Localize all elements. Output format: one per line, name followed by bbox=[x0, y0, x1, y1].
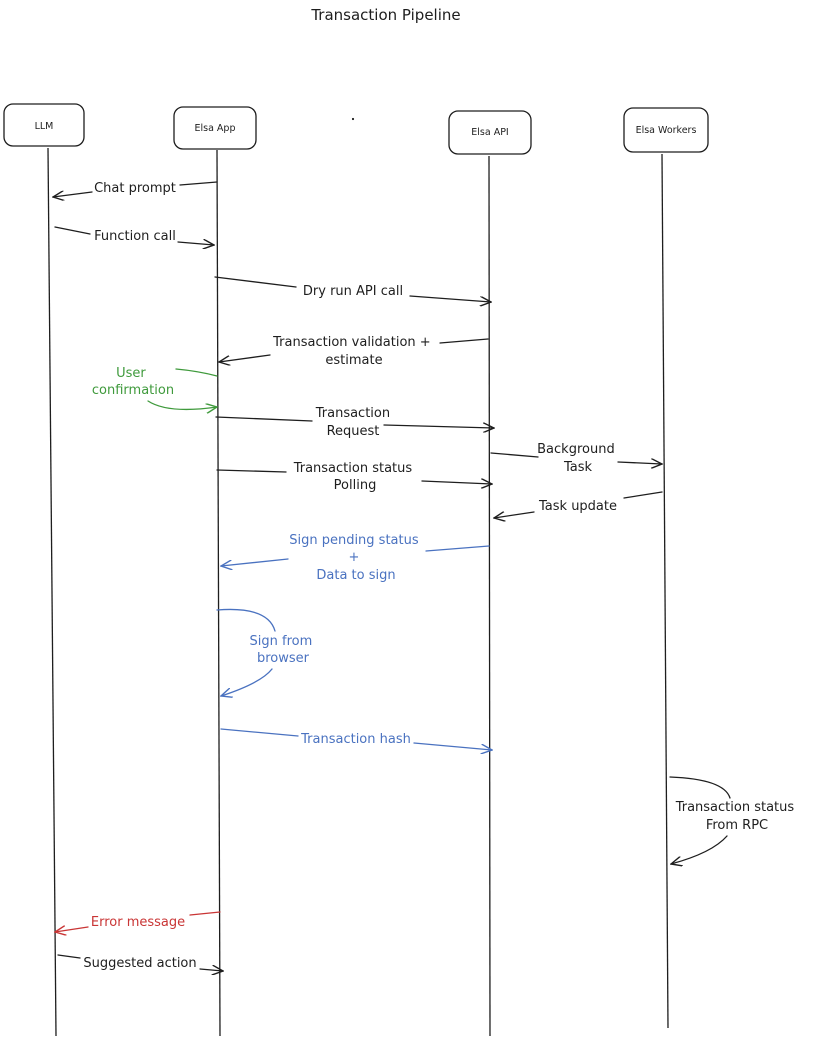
chat-prompt-label: Chat prompt bbox=[94, 181, 176, 196]
label-line: Background bbox=[537, 442, 615, 457]
label-line: Data to sign bbox=[316, 568, 395, 583]
label-line: Chat prompt bbox=[94, 181, 176, 196]
actor-box bbox=[448, 110, 532, 155]
actor-label: Elsa API bbox=[471, 127, 508, 138]
label-line: Transaction hash bbox=[300, 732, 411, 747]
label-line: Dry run API call bbox=[303, 284, 403, 299]
label-line: Sign pending status bbox=[289, 533, 419, 548]
status-rpc-arrow bbox=[671, 835, 728, 864]
task-update-arrow bbox=[494, 491, 663, 518]
sign-browser-label: Sign from browser bbox=[250, 634, 317, 666]
label-line: Polling bbox=[334, 478, 377, 493]
label-line: Transaction validation + bbox=[272, 335, 431, 350]
label-line: Transaction status bbox=[675, 800, 795, 815]
label-line: Task bbox=[563, 460, 593, 475]
label-line: Sign from bbox=[250, 634, 313, 649]
diagram-title: Transaction Pipeline bbox=[310, 6, 460, 24]
status-rpc-top-curve bbox=[669, 776, 731, 799]
actor-box bbox=[173, 106, 257, 150]
status-polling-label: Transaction status Polling bbox=[293, 461, 417, 493]
validation-label: Transaction validation + estimate bbox=[272, 335, 435, 368]
background-task-arrow bbox=[617, 462, 662, 464]
actor-label: Elsa App bbox=[195, 123, 236, 134]
lifeline-elsa-app bbox=[216, 149, 221, 1037]
background-task-arrow-start bbox=[490, 452, 539, 458]
label-line: Function call bbox=[94, 229, 176, 244]
label-line: Error message bbox=[91, 915, 185, 930]
lifeline-llm bbox=[47, 147, 57, 1037]
suggested-action-label: Suggested action bbox=[83, 956, 196, 971]
task-update-label: Task update bbox=[538, 499, 617, 514]
label-line: Task update bbox=[538, 499, 617, 514]
actor-elsa-workers: Elsa Workers bbox=[623, 107, 709, 153]
function-call-arrow bbox=[54, 226, 214, 245]
actor-elsa-app: Elsa App bbox=[173, 106, 257, 150]
lifeline-elsa-workers bbox=[661, 153, 669, 1029]
dry-run-label: Dry run API call bbox=[303, 284, 403, 299]
error-message-label: Error message bbox=[91, 915, 185, 930]
lifelines bbox=[47, 147, 669, 1037]
label-line: Suggested action bbox=[83, 956, 196, 971]
suggested-action-arrow bbox=[57, 954, 223, 971]
actor-elsa-api: Elsa API bbox=[448, 110, 532, 155]
tx-hash-arrow-start bbox=[220, 728, 299, 737]
label-line: + bbox=[348, 550, 359, 565]
label-line: estimate bbox=[325, 353, 382, 368]
label-line: Request bbox=[327, 424, 380, 439]
actor-label: Elsa Workers bbox=[636, 125, 697, 136]
label-line: From RPC bbox=[706, 818, 768, 833]
actor-box bbox=[3, 103, 85, 147]
sign-browser-arrow bbox=[221, 668, 273, 696]
tx-hash-label: Transaction hash bbox=[300, 732, 411, 747]
background-task-label: Background Task bbox=[537, 442, 619, 475]
label-line: Transaction bbox=[315, 406, 390, 421]
error-message-arrow-start bbox=[189, 911, 221, 916]
validation-arrow-start bbox=[439, 338, 489, 344]
label-line: User bbox=[116, 366, 146, 381]
status-rpc-label: Transaction status From RPC bbox=[675, 800, 799, 833]
tx-hash-arrow bbox=[413, 742, 492, 750]
dry-run-arrow bbox=[409, 295, 491, 302]
function-call-label: Function call bbox=[94, 229, 176, 244]
actor-llm: LLM bbox=[3, 103, 85, 147]
transaction-request-label: Transaction Request bbox=[315, 406, 395, 439]
status-polling-arrow bbox=[421, 481, 492, 484]
stray-dot bbox=[351, 117, 355, 121]
validation-arrow bbox=[219, 354, 271, 362]
status-polling-arrow-start bbox=[216, 469, 287, 473]
user-confirmation-arrow bbox=[147, 400, 217, 409]
error-message-arrow bbox=[55, 927, 89, 932]
transaction-request-arrow bbox=[383, 425, 494, 428]
actor-label: LLM bbox=[35, 121, 54, 132]
label-line: confirmation bbox=[92, 383, 174, 398]
user-confirmation-label: User confirmation bbox=[92, 366, 174, 398]
sign-browser-top-curve bbox=[216, 608, 276, 632]
sign-pending-arrow bbox=[221, 558, 289, 566]
label-line: Transaction status bbox=[293, 461, 413, 476]
actor-box bbox=[623, 107, 709, 153]
user-confirmation-top-stroke bbox=[175, 368, 218, 377]
dry-run-arrow-start bbox=[214, 276, 297, 288]
label-line: browser bbox=[257, 651, 310, 666]
transaction-request-arrow-start bbox=[215, 416, 313, 422]
sign-pending-label: Sign pending status + Data to sign bbox=[289, 533, 423, 583]
lifeline-elsa-api bbox=[488, 155, 491, 1037]
chat-prompt-arrow bbox=[53, 181, 218, 197]
sign-pending-start bbox=[425, 545, 490, 552]
